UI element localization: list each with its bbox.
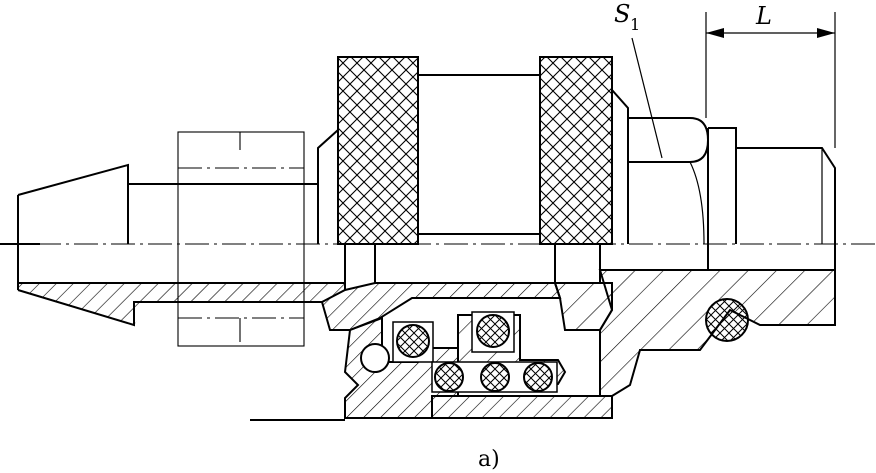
body-bottom-sleeve xyxy=(431,395,613,419)
plug-o-ring xyxy=(705,298,749,342)
knurled-ring-left xyxy=(337,56,419,245)
s1-leader-line xyxy=(631,37,663,159)
barb-bottom-outline xyxy=(17,289,322,327)
o-ring-1 xyxy=(396,324,430,358)
bore-lines xyxy=(344,244,836,290)
phantom-nut-outline xyxy=(177,131,305,347)
label-l: L xyxy=(755,2,772,30)
knurl-right xyxy=(539,56,613,245)
l-arrow-left xyxy=(706,28,724,38)
figure-caption: a) xyxy=(478,447,500,472)
o-ring-2 xyxy=(476,314,510,348)
race-ball-2 xyxy=(480,362,510,392)
knurl-left xyxy=(337,56,419,245)
body-inner-wall xyxy=(320,282,562,331)
l-arrow-right xyxy=(817,28,835,38)
seals-and-balls xyxy=(360,298,749,393)
plug-collar xyxy=(628,117,710,163)
label-s-subscript: 1 xyxy=(630,15,640,34)
race-ball-1 xyxy=(434,362,464,392)
body-right-shoulder xyxy=(611,87,629,244)
knurled-ring-right xyxy=(539,56,613,245)
annotations: S 1 L a) xyxy=(478,0,836,472)
plug-curve-line xyxy=(689,161,705,245)
plug-lower-section xyxy=(598,269,836,397)
plug-outer-profile xyxy=(708,127,836,244)
hose-barb xyxy=(17,163,345,327)
body-left-shoulder xyxy=(317,127,339,244)
label-s: S xyxy=(614,0,630,28)
phantom-nut xyxy=(177,131,305,347)
locking-ball xyxy=(360,343,390,373)
race-ball-3 xyxy=(523,362,553,392)
barb-top-outline xyxy=(17,163,318,196)
plug-upper xyxy=(628,117,836,245)
